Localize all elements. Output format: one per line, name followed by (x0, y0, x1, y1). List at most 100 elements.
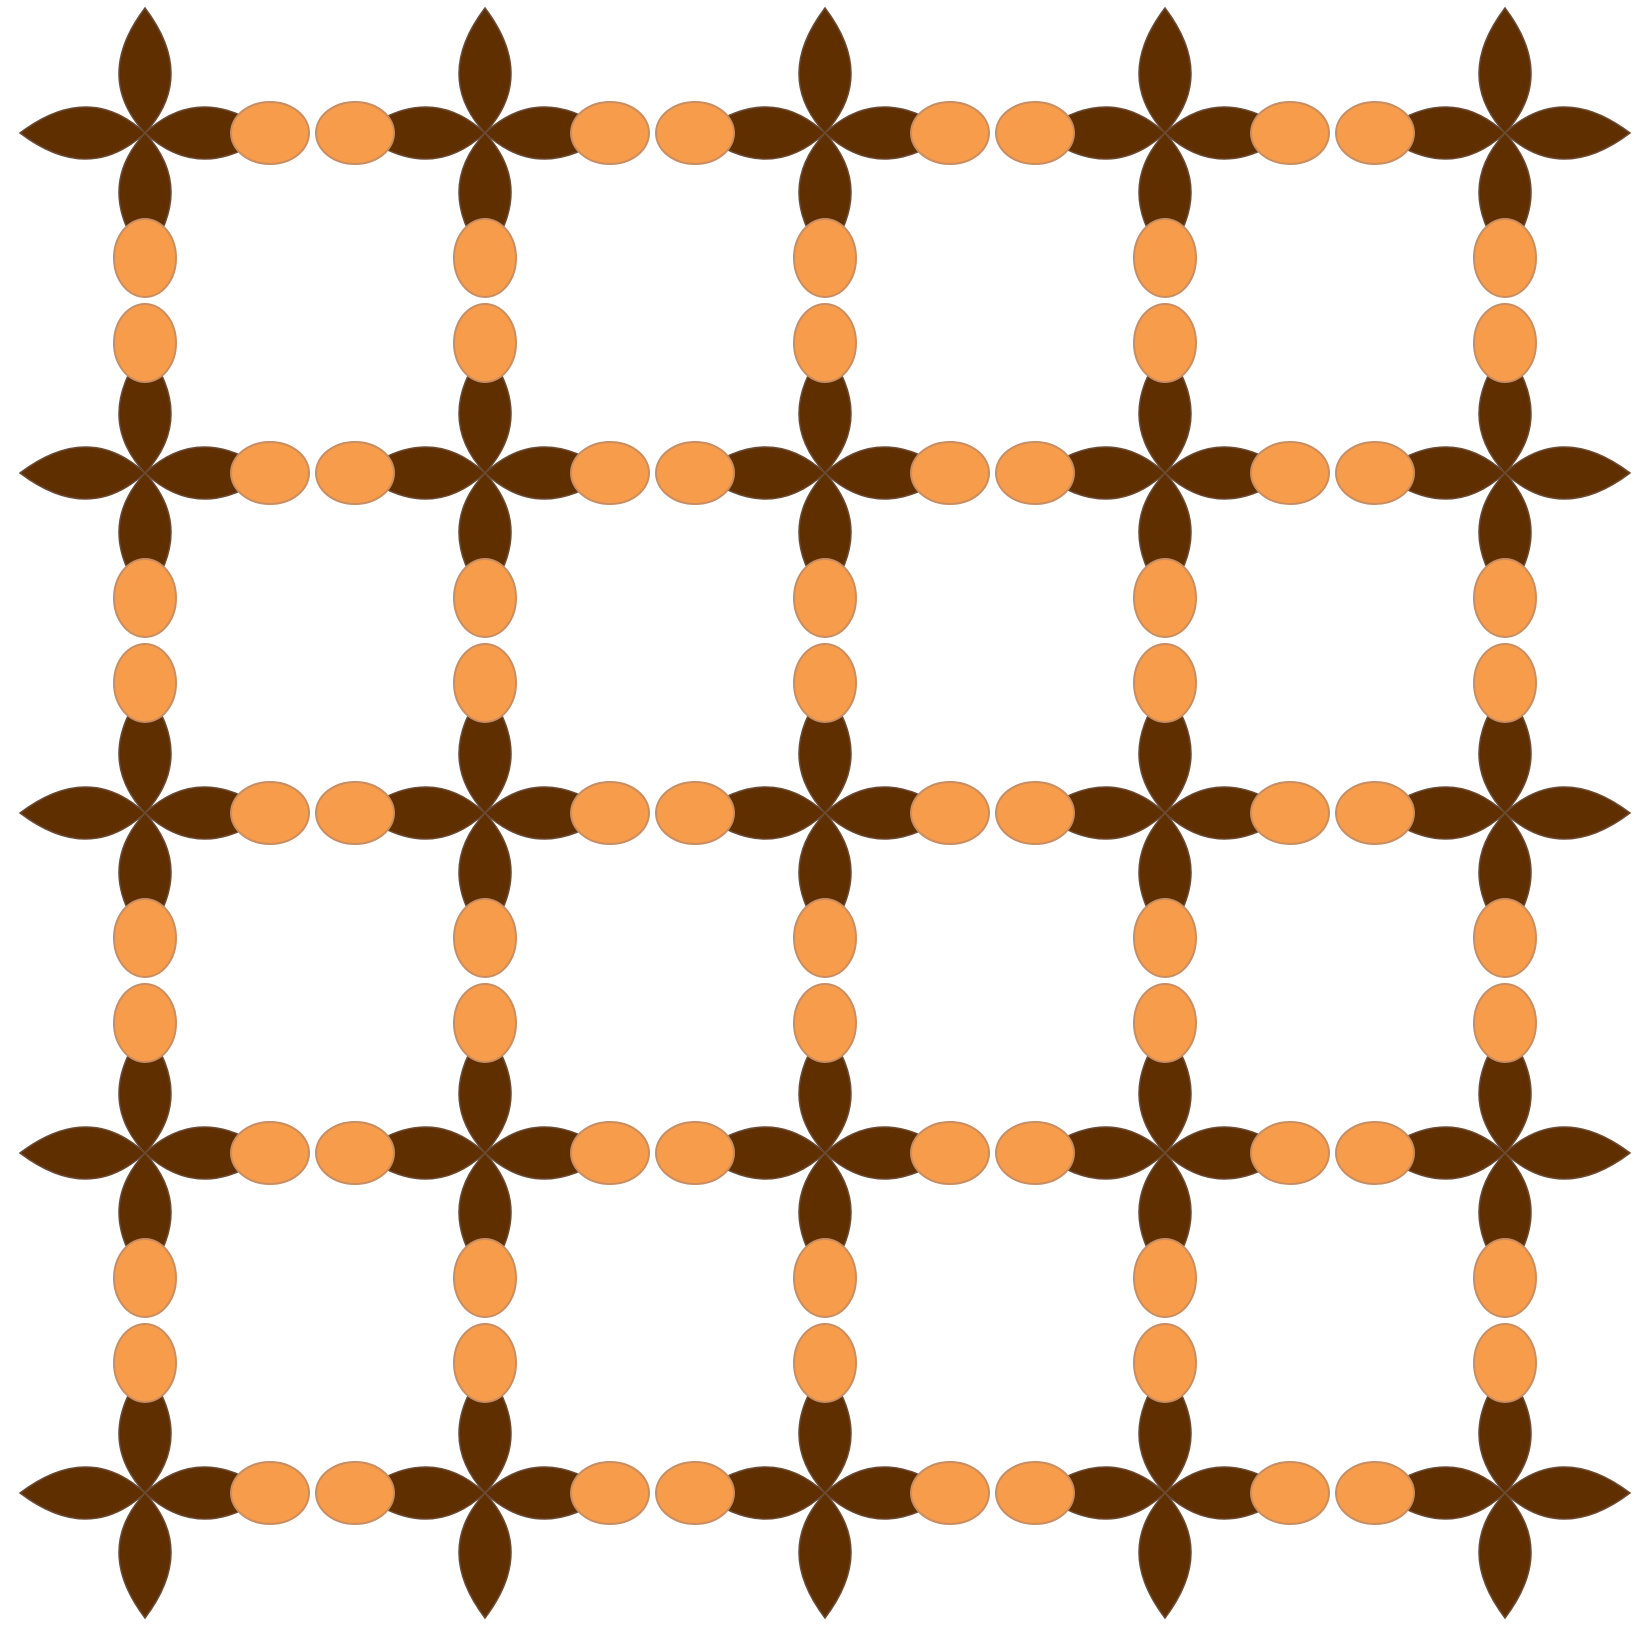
bead-h-4-2-a (910, 1461, 990, 1525)
petal-0-3-3 (1138, 6, 1192, 135)
bead-v-3-0-a (113, 1238, 177, 1318)
petal-0-0-3 (118, 6, 172, 135)
bead-v-3-2-b (793, 1323, 857, 1403)
bead-h-4-0-b (315, 1461, 395, 1525)
bead-h-2-1-b (655, 781, 735, 845)
bead-h-3-0-a (230, 1121, 310, 1185)
bead-layer (113, 101, 1537, 1525)
bead-v-0-1-a (453, 218, 517, 298)
bead-h-4-2-b (995, 1461, 1075, 1525)
bead-h-4-3-a (1250, 1461, 1330, 1525)
bead-v-1-2-a (793, 558, 857, 638)
bead-v-2-4-a (1473, 898, 1537, 978)
petal-0-4-0 (1503, 106, 1632, 160)
bead-v-2-2-a (793, 898, 857, 978)
bead-h-2-0-b (315, 781, 395, 845)
petal-4-2-1 (798, 1491, 852, 1620)
bead-v-3-0-b (113, 1323, 177, 1403)
bead-h-2-3-a (1250, 781, 1330, 845)
bead-v-2-1-a (453, 898, 517, 978)
bead-v-1-2-b (793, 643, 857, 723)
bead-h-1-1-a (570, 441, 650, 505)
bead-v-2-0-a (113, 898, 177, 978)
bead-v-1-0-b (113, 643, 177, 723)
bead-h-0-2-b (995, 101, 1075, 165)
bead-v-1-4-b (1473, 643, 1537, 723)
petal-4-3-1 (1138, 1491, 1192, 1620)
bead-h-1-2-b (995, 441, 1075, 505)
bead-h-1-0-b (315, 441, 395, 505)
bead-h-0-0-a (230, 101, 310, 165)
petal-0-1-3 (458, 6, 512, 135)
bead-v-2-4-b (1473, 983, 1537, 1063)
bead-v-0-0-a (113, 218, 177, 298)
bead-h-3-3-a (1250, 1121, 1330, 1185)
bead-v-0-3-b (1133, 303, 1197, 383)
petal-1-4-0 (1503, 446, 1632, 500)
bead-h-2-3-b (1335, 781, 1415, 845)
petal-0-0-2 (18, 106, 147, 160)
bead-v-2-2-b (793, 983, 857, 1063)
bead-v-0-4-a (1473, 218, 1537, 298)
bead-v-1-4-a (1473, 558, 1537, 638)
bead-h-3-3-b (1335, 1121, 1415, 1185)
bead-v-3-4-a (1473, 1238, 1537, 1318)
bead-h-1-0-a (230, 441, 310, 505)
bead-v-3-3-b (1133, 1323, 1197, 1403)
bead-h-4-1-a (570, 1461, 650, 1525)
petal-2-0-2 (18, 786, 147, 840)
bead-h-3-1-b (655, 1121, 735, 1185)
bead-h-2-2-b (995, 781, 1075, 845)
bead-h-3-1-a (570, 1121, 650, 1185)
bead-h-0-3-b (1335, 101, 1415, 165)
petal-3-0-2 (18, 1126, 147, 1180)
bead-v-3-1-b (453, 1323, 517, 1403)
bead-v-1-1-a (453, 558, 517, 638)
bead-h-0-1-a (570, 101, 650, 165)
bead-h-4-1-b (655, 1461, 735, 1525)
bead-h-3-2-b (995, 1121, 1075, 1185)
bead-v-2-3-b (1133, 983, 1197, 1063)
bead-v-0-2-b (793, 303, 857, 383)
bead-h-0-2-a (910, 101, 990, 165)
bead-v-3-2-a (793, 1238, 857, 1318)
bead-v-1-0-a (113, 558, 177, 638)
petal-4-0-1 (118, 1491, 172, 1620)
bead-v-3-1-a (453, 1238, 517, 1318)
bead-v-0-0-b (113, 303, 177, 383)
bead-h-2-1-a (570, 781, 650, 845)
bead-v-0-1-b (453, 303, 517, 383)
petal-4-0-2 (18, 1466, 147, 1520)
petal-4-1-1 (458, 1491, 512, 1620)
bead-v-2-1-b (453, 983, 517, 1063)
bead-v-1-3-b (1133, 643, 1197, 723)
bead-h-1-3-b (1335, 441, 1415, 505)
bead-h-0-1-b (655, 101, 735, 165)
bead-h-1-3-a (1250, 441, 1330, 505)
petal-3-4-0 (1503, 1126, 1632, 1180)
bead-v-3-3-a (1133, 1238, 1197, 1318)
bead-v-0-3-a (1133, 218, 1197, 298)
bead-h-1-2-a (910, 441, 990, 505)
bead-v-0-2-a (793, 218, 857, 298)
petal-4-4-0 (1503, 1466, 1632, 1520)
bead-h-2-2-a (910, 781, 990, 845)
bead-v-1-3-a (1133, 558, 1197, 638)
petal-0-4-3 (1478, 6, 1532, 135)
bead-h-1-1-b (655, 441, 735, 505)
petal-1-0-2 (18, 446, 147, 500)
petal-4-4-1 (1478, 1491, 1532, 1620)
bead-v-1-1-b (453, 643, 517, 723)
bead-v-3-4-b (1473, 1323, 1537, 1403)
bead-h-0-0-b (315, 101, 395, 165)
bead-h-4-0-a (230, 1461, 310, 1525)
bead-h-2-0-a (230, 781, 310, 845)
petal-0-2-3 (798, 6, 852, 135)
bead-v-2-3-a (1133, 898, 1197, 978)
bead-h-4-3-b (1335, 1461, 1415, 1525)
bead-h-3-0-b (315, 1121, 395, 1185)
bead-v-2-0-b (113, 983, 177, 1063)
bead-v-0-4-b (1473, 303, 1537, 383)
bead-h-0-3-a (1250, 101, 1330, 165)
